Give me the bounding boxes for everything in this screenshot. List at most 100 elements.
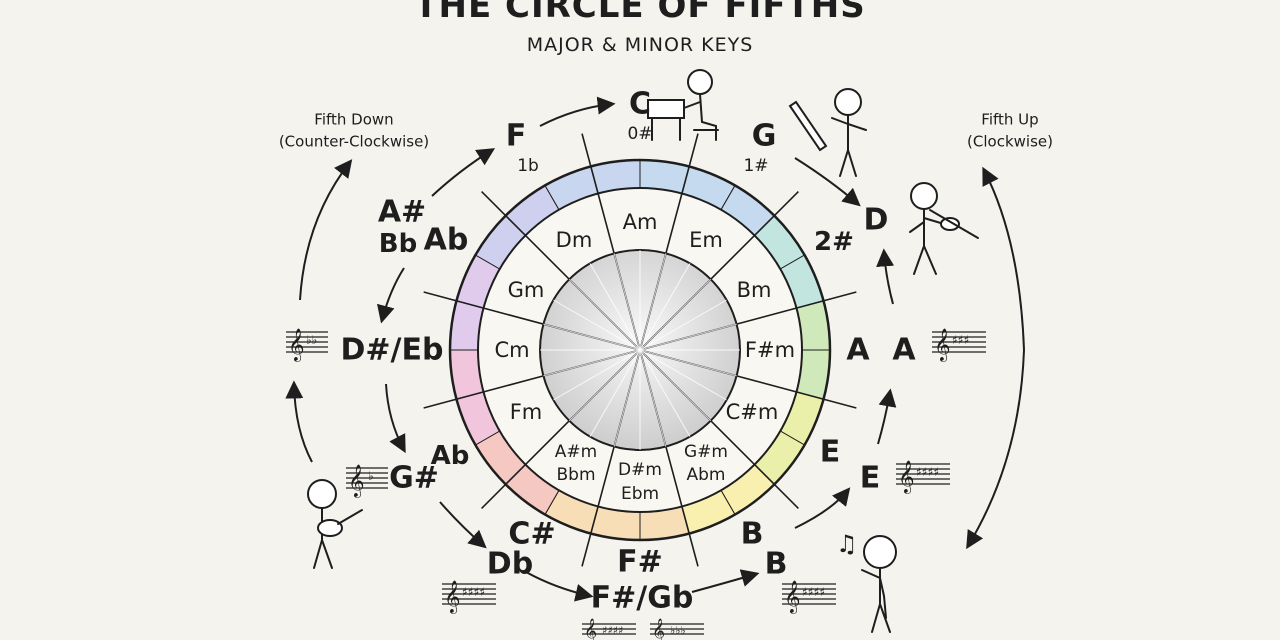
key-g-accidentals: 1#	[743, 156, 769, 176]
key-ab-upper: Ab	[423, 222, 469, 258]
key-cs: C#	[508, 516, 556, 552]
key-db: Db	[486, 546, 534, 582]
core-ray	[613, 349, 641, 447]
svg-text:♯♯♯♯: ♯♯♯♯	[802, 585, 825, 599]
core-ray	[639, 323, 737, 351]
key-signature-icon: 𝄞 ♭	[346, 464, 388, 498]
core-ray	[639, 278, 712, 351]
fifth-down-note: (Counter-Clockwise)	[278, 132, 430, 151]
key-ab-lower: Ab	[430, 441, 470, 471]
core-ray	[553, 299, 641, 351]
key-g: G	[751, 118, 777, 154]
core-ray	[589, 263, 641, 351]
fifth-down-title: Fifth Down	[314, 110, 394, 129]
key-f-accidentals: 1b	[517, 156, 539, 176]
key-c: C	[628, 86, 652, 122]
pencil-figure-icon	[788, 88, 867, 177]
svg-text:𝄞: 𝄞	[898, 460, 915, 494]
guitarist-icon	[307, 479, 363, 569]
minor-dsm: D#m	[618, 460, 662, 480]
arrow-long-left-up	[299, 159, 353, 301]
core-ray	[613, 253, 641, 351]
key-a-outer: A	[892, 332, 916, 368]
minor-bbm: Bbm	[556, 465, 596, 485]
minor-bm: Bm	[736, 278, 772, 302]
key-as: A#	[377, 194, 427, 230]
arrow-as-to-ds	[377, 267, 405, 324]
core-ray	[568, 349, 641, 422]
svg-text:♭: ♭	[368, 469, 374, 483]
key-signature-icon: 𝄞 ♯♯♯	[932, 328, 986, 362]
svg-text:𝄞: 𝄞	[444, 580, 461, 614]
minor-asm: A#m	[554, 442, 598, 462]
svg-text:♫: ♫	[836, 530, 858, 558]
key-signature-icon: 𝄞 ♭♭♭	[650, 618, 704, 640]
key-b-outer: B	[764, 546, 788, 582]
key-signature-icon: 𝄞 ♯♯♯♯	[582, 618, 636, 640]
music-note-icon: ♫	[836, 530, 858, 558]
arrow-ds-to-gs	[385, 383, 406, 454]
minor-fsm: F#m	[744, 338, 796, 362]
key-d: D	[863, 202, 889, 238]
core-ray	[543, 323, 641, 351]
arrow-long-right-down	[966, 349, 1025, 550]
minor-fm: Fm	[509, 400, 543, 424]
core-ray	[543, 349, 641, 377]
piano-player-icon	[647, 69, 719, 141]
arrow-long-left-down	[285, 380, 313, 463]
key-signature-icon: 𝄞 ♯♯♯♯	[442, 580, 496, 614]
page-subtitle: MAJOR & MINOR KEYS	[526, 34, 754, 56]
core-ray	[639, 349, 691, 437]
svg-text:𝄞: 𝄞	[652, 618, 665, 640]
key-fs-gb: F#/Gb	[590, 580, 694, 616]
core-ray	[568, 278, 641, 351]
core-ray	[639, 349, 712, 422]
svg-text:♯♯♯: ♯♯♯	[952, 333, 969, 347]
key-e-inner: E	[819, 434, 841, 470]
arrow-gs-to-db	[439, 501, 487, 549]
key-gs: G#	[389, 460, 439, 496]
core-ray	[589, 349, 641, 437]
arrow-f-to-c	[539, 96, 616, 127]
svg-text:𝄞: 𝄞	[934, 328, 951, 362]
core-ray	[639, 299, 727, 351]
svg-text:♭♭♭: ♭♭♭	[670, 624, 686, 637]
key-b-inner: B	[740, 516, 764, 552]
core-ray	[639, 263, 691, 351]
page-title: THE CIRCLE OF FIFTHS	[414, 0, 866, 26]
arrow-ab-to-f	[431, 148, 496, 197]
violinist-icon	[909, 182, 979, 275]
key-signature-icon: 𝄞 ♯♯♯♯	[782, 580, 836, 614]
key-a-inner: A	[846, 332, 870, 368]
core-ray	[639, 253, 667, 351]
key-signature-icon: 𝄞 ♯♯♯♯	[896, 460, 950, 494]
minor-am: Am	[622, 210, 658, 234]
arrow-long-right-up	[982, 166, 1025, 351]
svg-text:𝄞: 𝄞	[784, 580, 801, 614]
fifth-up-note: (Clockwise)	[967, 132, 1053, 151]
key-d-accidentals: 2#	[814, 227, 854, 257]
minor-ebm: Ebm	[620, 484, 660, 504]
minor-csm: C#m	[725, 400, 779, 424]
svg-text:𝄞: 𝄞	[288, 328, 305, 362]
key-e-outer: E	[859, 460, 881, 496]
arrow-fsgb-to-b	[691, 569, 760, 593]
arrow-db-to-fsgb	[525, 571, 594, 602]
svg-text:𝄞: 𝄞	[584, 618, 597, 640]
svg-text:♯♯♯♯: ♯♯♯♯	[462, 585, 485, 599]
core-ray	[639, 349, 727, 401]
minor-abm: Abm	[686, 465, 726, 485]
arrow-a-to-d	[876, 248, 895, 305]
key-ds-eb: D#/Eb	[340, 332, 444, 368]
key-c-accidentals: 0#	[627, 124, 653, 144]
minor-dm: Dm	[555, 228, 593, 252]
arrow-b-to-e	[794, 487, 851, 529]
key-signature-icon: 𝄞 ♭♭	[286, 328, 328, 362]
outer-ring-border	[448, 158, 832, 542]
key-f: F	[505, 118, 527, 154]
key-bb: Bb	[378, 229, 418, 259]
svg-text:𝄞: 𝄞	[348, 464, 365, 498]
